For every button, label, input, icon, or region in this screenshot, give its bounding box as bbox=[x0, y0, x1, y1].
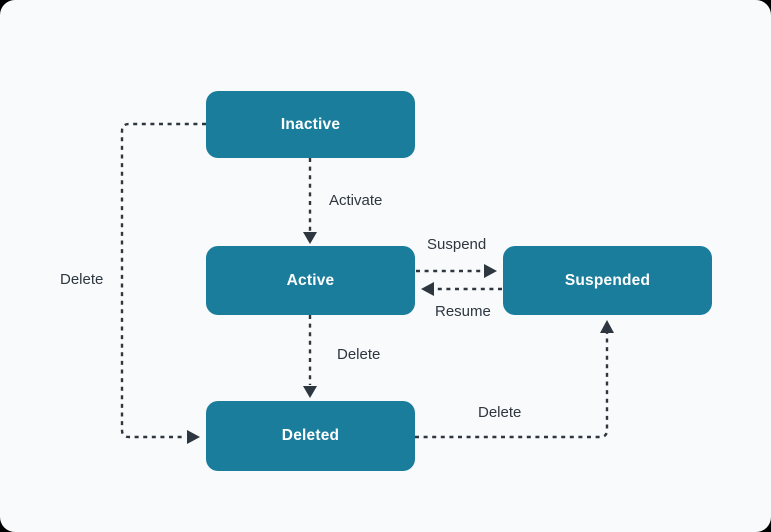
edge-label-delete-deleted-suspended: Delete bbox=[478, 404, 522, 421]
state-label: Suspended bbox=[564, 271, 651, 289]
state-label: Active bbox=[286, 271, 335, 289]
arrowhead-up-icon bbox=[600, 320, 614, 333]
edge-label-activate: Activate bbox=[329, 192, 383, 209]
edge-deleted-suspended-line bbox=[415, 333, 609, 439]
arrowhead-down-icon bbox=[303, 232, 317, 244]
arrowhead-right-icon bbox=[484, 264, 497, 278]
edge-label-delete-active-deleted: Delete bbox=[337, 346, 381, 363]
state-node-deleted: Deleted bbox=[206, 401, 415, 471]
arrowhead-left-icon bbox=[421, 282, 434, 296]
arrowhead-down-icon bbox=[303, 386, 317, 398]
state-node-inactive: Inactive bbox=[206, 91, 415, 158]
edge-label-resume: Resume bbox=[435, 303, 491, 320]
state-node-suspended: Suspended bbox=[503, 246, 712, 315]
edge-label-delete-inactive-deleted: Delete bbox=[60, 271, 104, 288]
arrowhead-right-icon bbox=[187, 430, 200, 444]
state-label: Deleted bbox=[281, 427, 340, 444]
edge-label-suspend: Suspend bbox=[427, 236, 487, 253]
state-node-active: Active bbox=[206, 246, 415, 315]
state-label: Inactive bbox=[280, 115, 341, 133]
edge-inactive-deleted-line bbox=[120, 122, 206, 439]
